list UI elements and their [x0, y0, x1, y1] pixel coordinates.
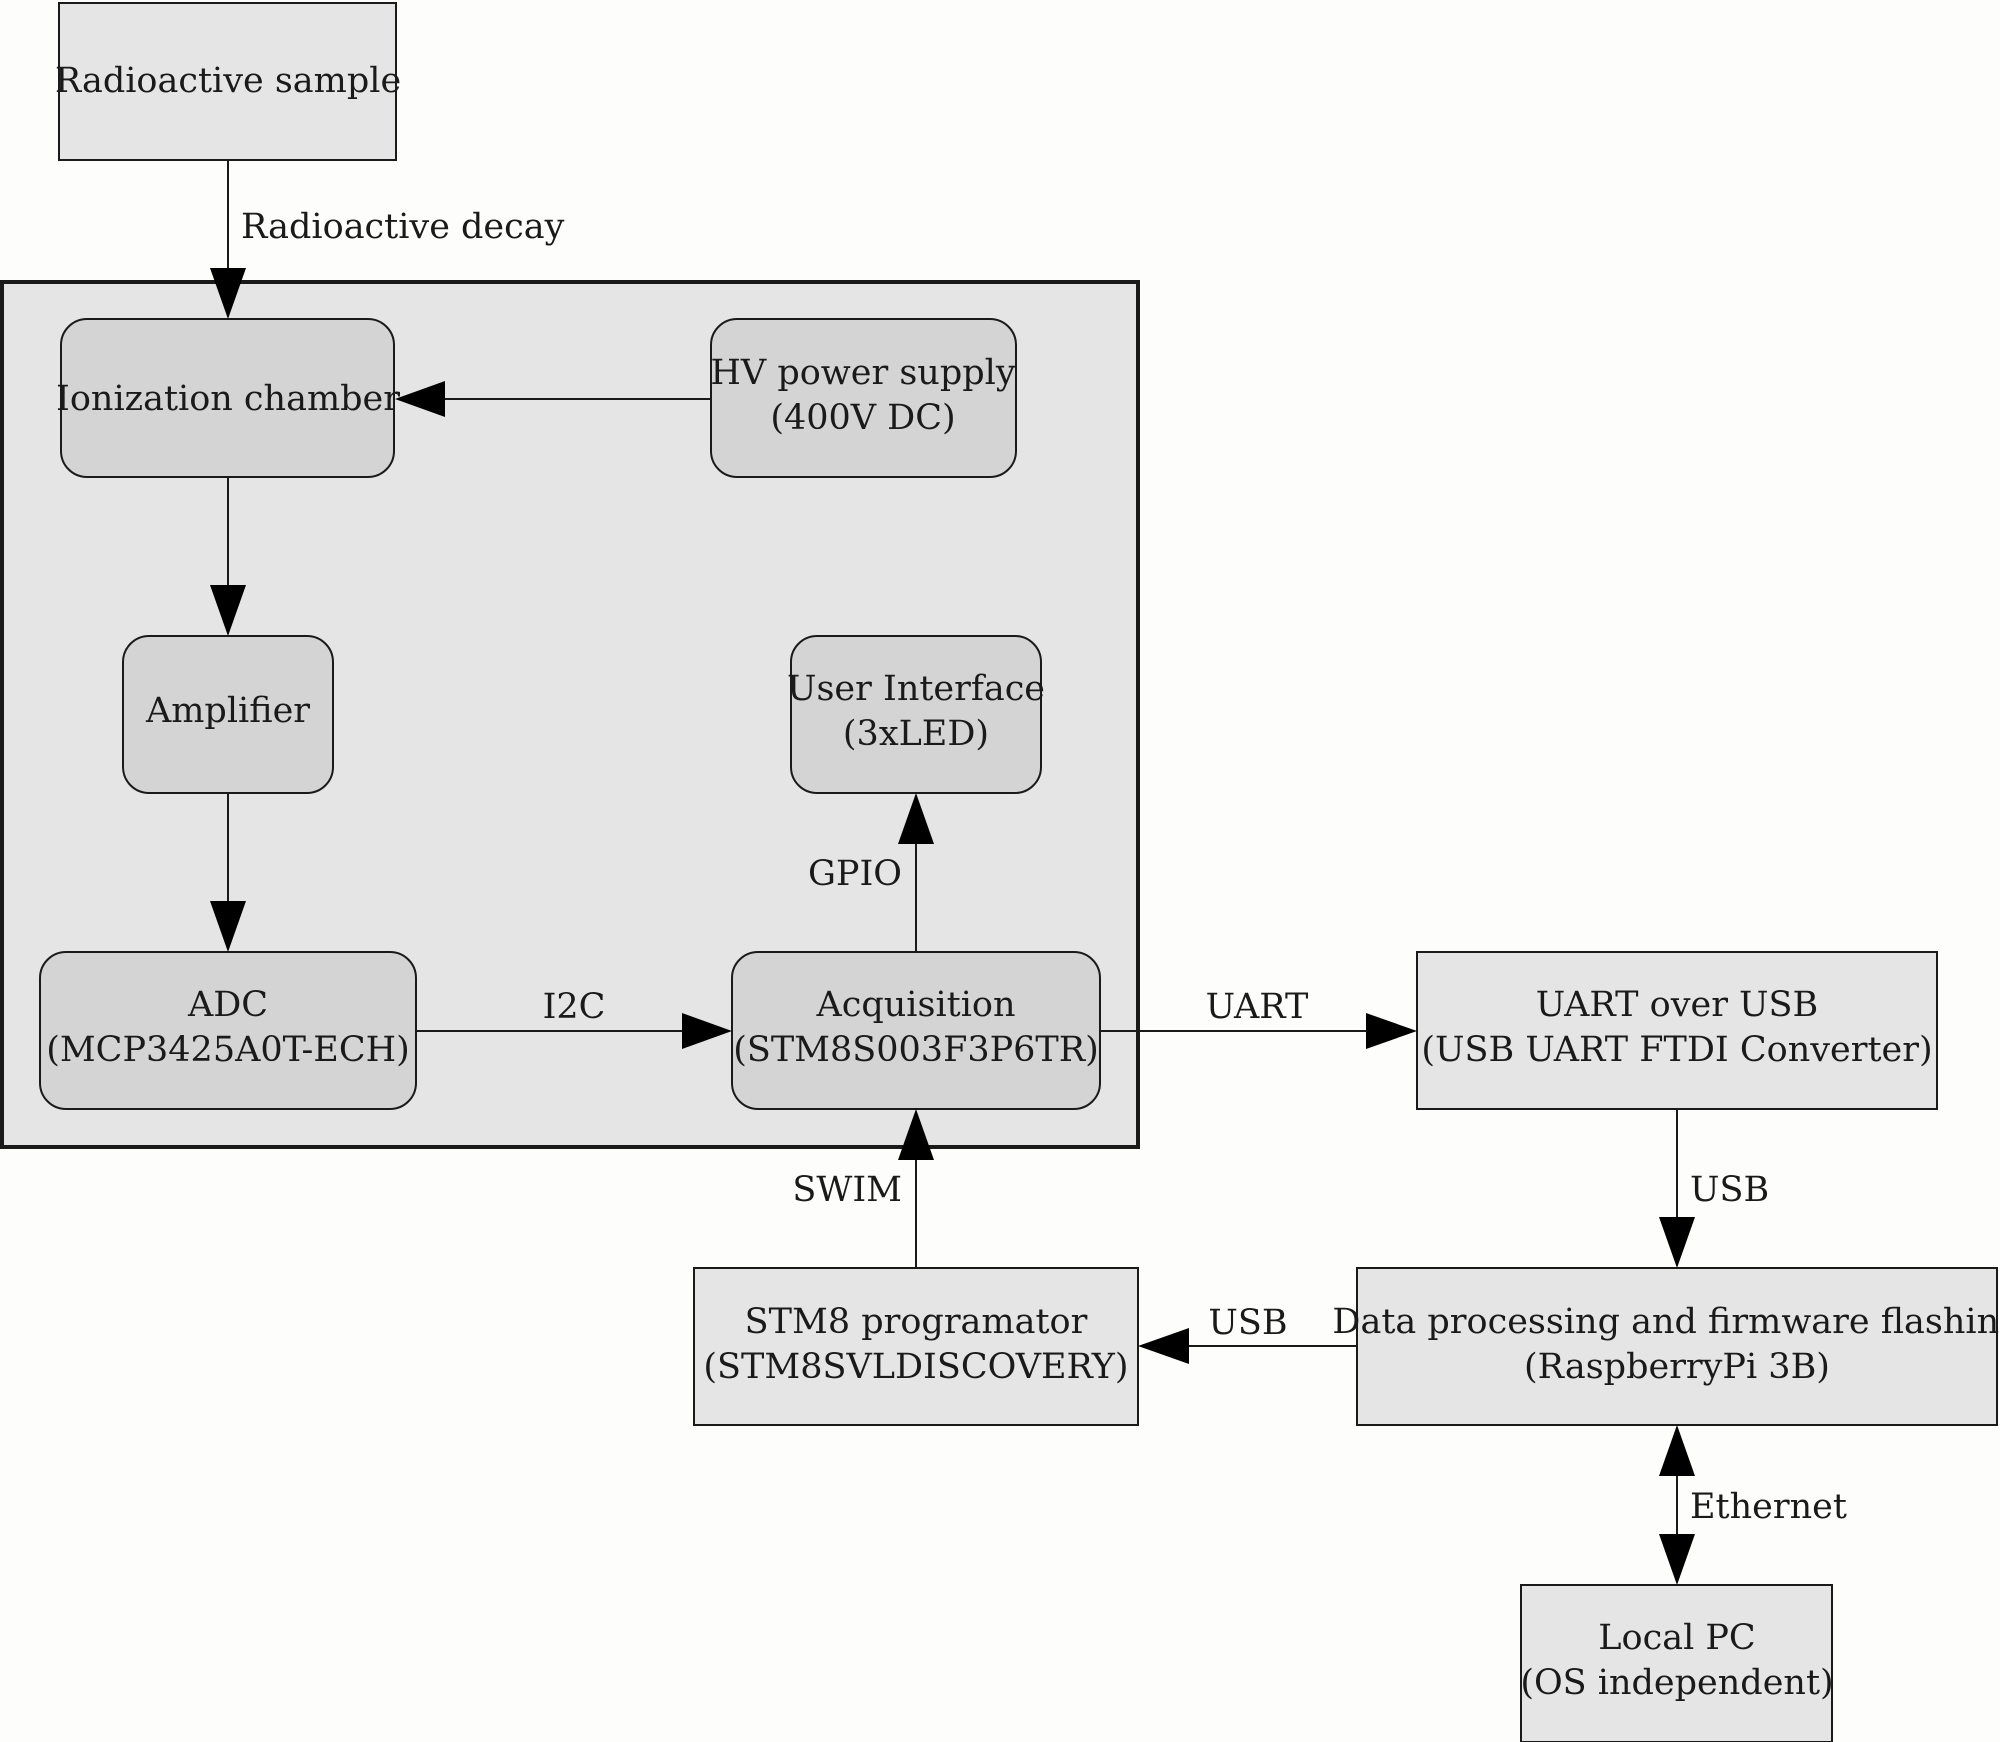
arrowhead-up	[898, 793, 934, 844]
node-user-interface-line1: User Interface	[787, 669, 1045, 709]
node-adc-line2: (MCP3425A0T-ECH)	[46, 1030, 410, 1070]
edge-uart-label: UART	[1206, 987, 1309, 1027]
node-local-pc-line1: Local PC	[1598, 1618, 1755, 1658]
edge-usb-to-programator-label: USB	[1208, 1303, 1287, 1343]
edge-ionization-to-amplifier	[210, 477, 246, 636]
edge-i2c: I2C	[416, 987, 732, 1049]
edge-gpio-label: GPIO	[808, 854, 902, 894]
node-acquisition: Acquisition (STM8S003F3P6TR)	[731, 951, 1101, 1110]
edge-amplifier-to-adc	[210, 793, 246, 952]
node-acquisition-line2: (STM8S003F3P6TR)	[733, 1030, 1099, 1070]
node-hv-power-supply: HV power supply (400V DC)	[710, 318, 1017, 478]
edge-usb-to-programator: USB	[1138, 1303, 1357, 1364]
arrowhead-left	[1138, 1328, 1189, 1364]
node-radioactive-sample-label: Radioactive sample	[55, 61, 401, 101]
node-user-interface-line2: (3xLED)	[843, 714, 989, 754]
node-ionization-chamber-label: Ionization chamber	[56, 379, 400, 419]
arrowhead-down	[1659, 1217, 1695, 1268]
node-data-processing-line1: Data processing and firmware flashing	[1332, 1302, 2000, 1342]
edge-gpio: GPIO	[808, 793, 934, 952]
edge-radioactive-decay-label: Radioactive decay	[241, 207, 565, 247]
arrowhead-down	[210, 901, 246, 952]
arrowhead-right	[682, 1013, 732, 1049]
edge-radioactive-decay: Radioactive decay	[210, 160, 565, 319]
edge-swim: SWIM	[792, 1109, 934, 1268]
node-uart-over-usb-line2: (USB UART FTDI Converter)	[1421, 1030, 1932, 1070]
node-uart-over-usb: UART over USB (USB UART FTDI Converter)	[1416, 951, 1938, 1110]
node-amplifier: Amplifier	[122, 635, 334, 794]
edge-hv-to-ionization	[395, 381, 711, 417]
node-stm8-programator-line2: (STM8SVLDISCOVERY)	[703, 1347, 1128, 1387]
node-local-pc-line2: (OS independent)	[1520, 1663, 1833, 1703]
node-stm8-programator-line1: STM8 programator	[745, 1302, 1088, 1342]
arrowhead-down	[1659, 1534, 1695, 1585]
edge-ethernet-label: Ethernet	[1690, 1487, 1847, 1527]
arrowhead-down	[210, 585, 246, 636]
node-acquisition-line1: Acquisition	[815, 985, 1015, 1025]
node-adc-line1: ADC	[187, 985, 268, 1025]
node-user-interface: User Interface (3xLED)	[787, 635, 1045, 794]
node-hv-power-supply-line2: (400V DC)	[770, 398, 955, 438]
node-data-processing: Data processing and firmware flashing (R…	[1332, 1267, 2000, 1426]
edge-i2c-label: I2C	[543, 987, 606, 1027]
arrowhead-up	[898, 1109, 934, 1160]
arrowhead-left	[395, 381, 445, 417]
edge-uart: UART	[1100, 987, 1417, 1049]
node-local-pc: Local PC (OS independent)	[1520, 1584, 1834, 1742]
node-stm8-programator: STM8 programator (STM8SVLDISCOVERY)	[693, 1267, 1139, 1426]
edge-usb-to-rpi: USB	[1659, 1109, 1769, 1268]
node-data-processing-line2: (RaspberryPi 3B)	[1524, 1347, 1830, 1387]
node-hv-power-supply-line1: HV power supply	[710, 353, 1015, 393]
node-ionization-chamber: Ionization chamber	[56, 318, 400, 478]
edge-usb-to-rpi-label: USB	[1690, 1170, 1769, 1210]
edge-ethernet: Ethernet	[1659, 1425, 1847, 1585]
node-amplifier-label: Amplifier	[145, 691, 310, 731]
edge-swim-label: SWIM	[792, 1170, 902, 1210]
node-adc: ADC (MCP3425A0T-ECH)	[39, 951, 417, 1110]
node-uart-over-usb-line1: UART over USB	[1536, 985, 1819, 1025]
arrowhead-right	[1366, 1013, 1417, 1049]
arrowhead-up	[1659, 1425, 1695, 1476]
node-radioactive-sample: Radioactive sample	[55, 2, 401, 161]
arrowhead-down	[210, 268, 246, 319]
